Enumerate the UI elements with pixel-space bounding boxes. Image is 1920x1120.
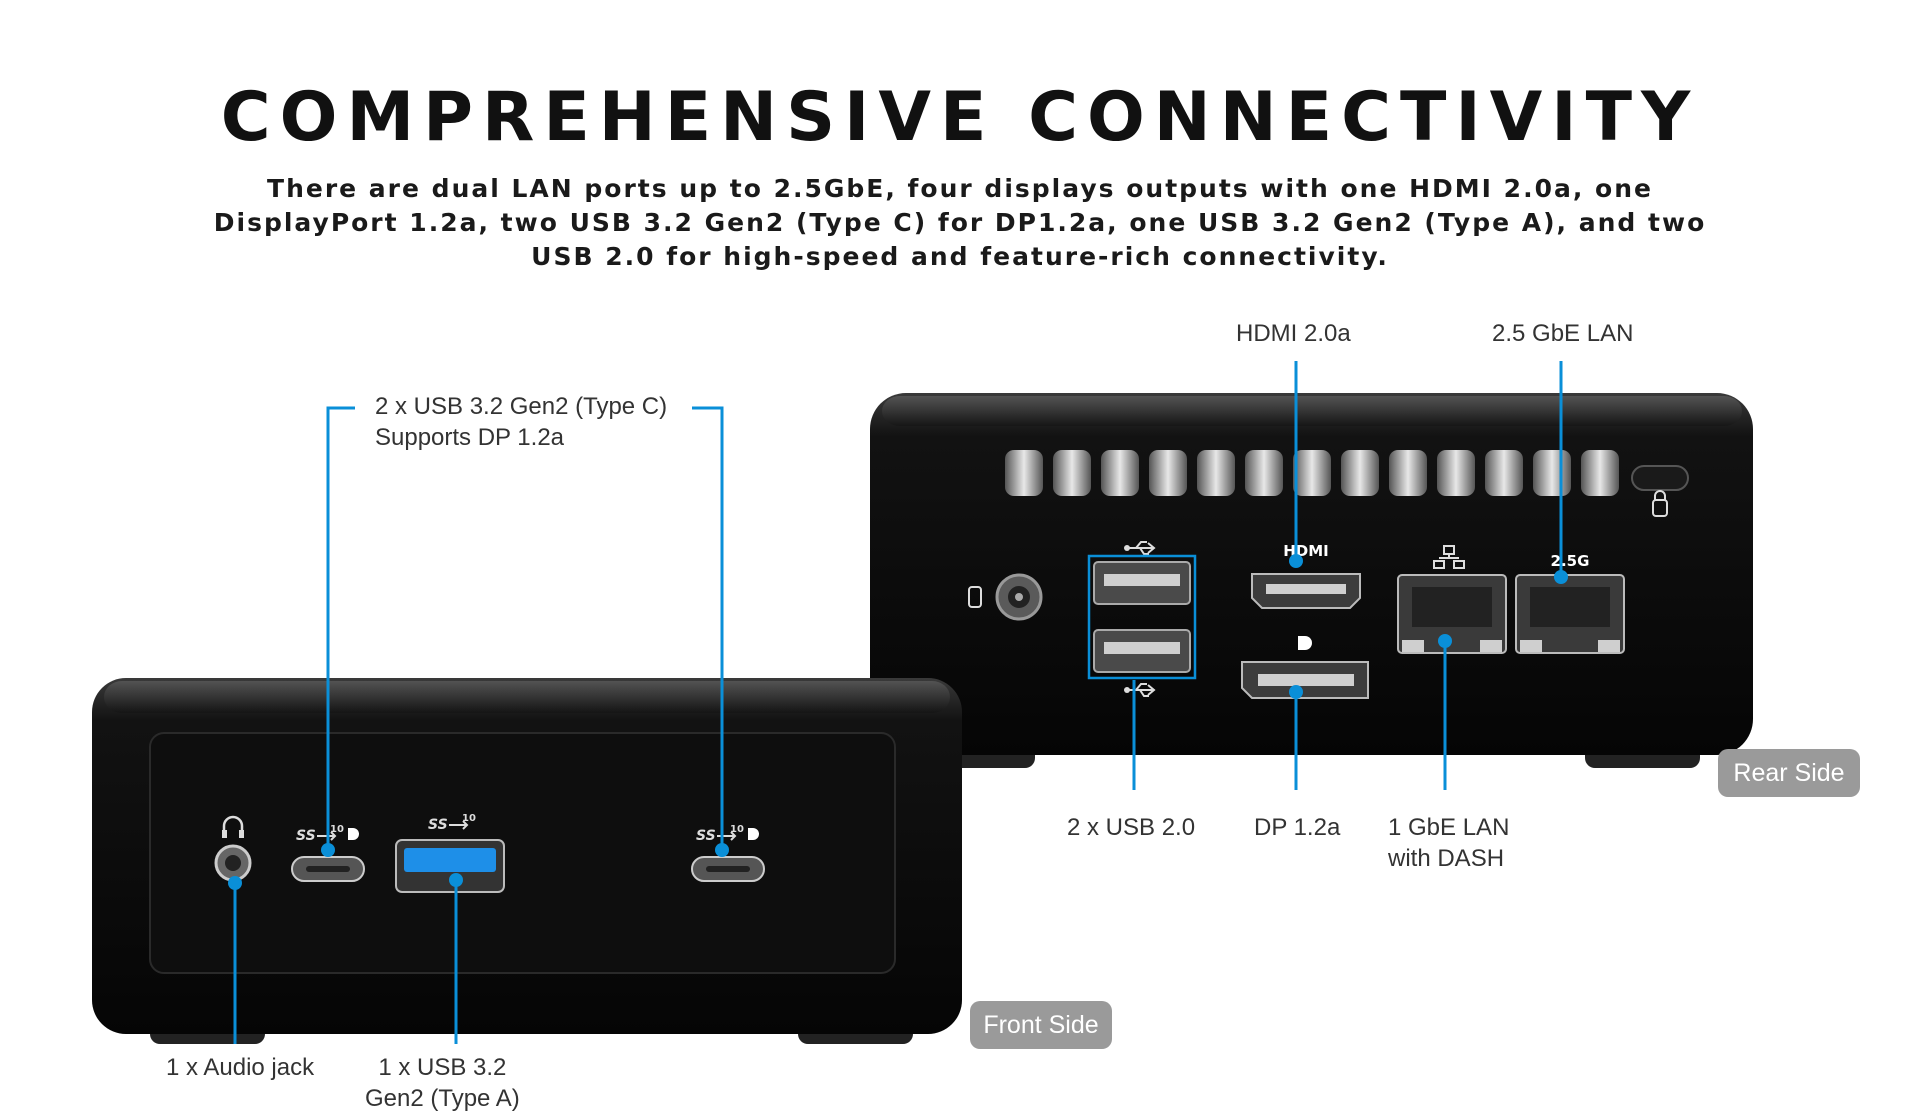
label-hdmi: HDMI 2.0a (1236, 320, 1351, 347)
usb-icon-bottom (1124, 683, 1156, 697)
displayport-icon (1298, 636, 1312, 650)
label-usb-typea-line2: Gen2 (Type A) (365, 1085, 520, 1112)
usb-typea-port (395, 839, 505, 893)
lan-25gbe-port (1515, 574, 1625, 654)
label-usb-typec: 2 x USB 3.2 Gen2 (Type C) Supports DP 1.… (375, 391, 667, 453)
label-lan-1-line2: with DASH (1388, 845, 1505, 872)
usb20-highlight-box (1087, 554, 1197, 680)
label-usb20: 2 x USB 2.0 (1067, 814, 1196, 841)
rear-side-badge: Rear Side (1718, 749, 1860, 797)
front-side-badge: Front Side (970, 1001, 1112, 1049)
rear-device: HDMI 2.5G (870, 393, 1753, 768)
callout-dot-hdmi (1289, 554, 1303, 568)
front-device: SS 10 SS 10 SS 10 (92, 678, 962, 1044)
usb20-port-top (1093, 561, 1191, 605)
label-usb-typec-line2: Supports DP 1.2a (375, 424, 565, 451)
lan-25g-mark: 2.5G (1551, 552, 1590, 570)
label-lan-25: 2.5 GbE LAN (1492, 320, 1634, 347)
description: There are dual LAN ports up to 2.5GbE, f… (213, 174, 1707, 271)
rear-vents (1005, 450, 1619, 496)
page-title: COMPREHENSIVE CONNECTIVITY (220, 78, 1700, 157)
svg-text:SS: SS (296, 828, 316, 844)
label-usb-typea: 1 x USB 3.2 Gen2 (Type A) (365, 1052, 520, 1114)
network-icon (1433, 545, 1465, 569)
callout-lines (233, 361, 1563, 1044)
callout-dot-typec-left (321, 843, 335, 857)
label-audio: 1 x Audio jack (166, 1054, 315, 1081)
callout-dot-typea (449, 873, 463, 887)
lan-1gbe-port (1397, 574, 1507, 654)
callout-typec-right (692, 406, 724, 850)
label-lan-1: 1 GbE LAN with DASH (1388, 812, 1509, 874)
svg-text:SS: SS (696, 828, 716, 844)
label-usb-typec-line1: 2 x USB 3.2 Gen2 (Type C) (375, 393, 668, 420)
callout-dot-lan1 (1438, 634, 1452, 648)
callout-dot-typec-right (715, 843, 729, 857)
kensington-lock-slot (1631, 465, 1689, 517)
front-top-highlight (104, 681, 950, 713)
usb-icon-top (1124, 541, 1156, 555)
displayport-port (1241, 661, 1369, 699)
power-icon (968, 586, 982, 608)
label-usb-typea-line1: 1 x USB 3.2 (378, 1054, 507, 1081)
rear-top-highlight (882, 396, 1742, 426)
superspeed-dp-icon-right: SS (696, 828, 759, 844)
callout-dots (228, 554, 1568, 890)
audio-jack (214, 844, 252, 882)
usb-typec-port-left (291, 856, 365, 882)
front-panel (149, 732, 896, 974)
label-dp: DP 1.2a (1254, 814, 1341, 841)
usb-speed-mark-typea: 10 (462, 813, 476, 824)
dc-power-jack (995, 573, 1043, 621)
callout-typec-left (326, 406, 355, 850)
usb-speed-mark-right: 10 (730, 824, 744, 835)
callout-dot-audio (228, 876, 242, 890)
callout-dot-dp (1289, 685, 1303, 699)
lock-icon (1654, 490, 1666, 500)
label-lan-1-line1: 1 GbE LAN (1388, 814, 1510, 841)
headphone-icon (222, 815, 244, 838)
superspeed-dp-icon-left: SS (296, 828, 359, 844)
svg-text:SS: SS (428, 817, 448, 833)
hdmi-port (1251, 573, 1361, 609)
usb20-port-bottom (1093, 629, 1191, 673)
usb-speed-mark-left: 10 (330, 824, 344, 835)
callout-dot-lan25 (1554, 570, 1568, 584)
superspeed-icon-typea: SS (428, 817, 469, 833)
usb-typec-port-right (691, 856, 765, 882)
